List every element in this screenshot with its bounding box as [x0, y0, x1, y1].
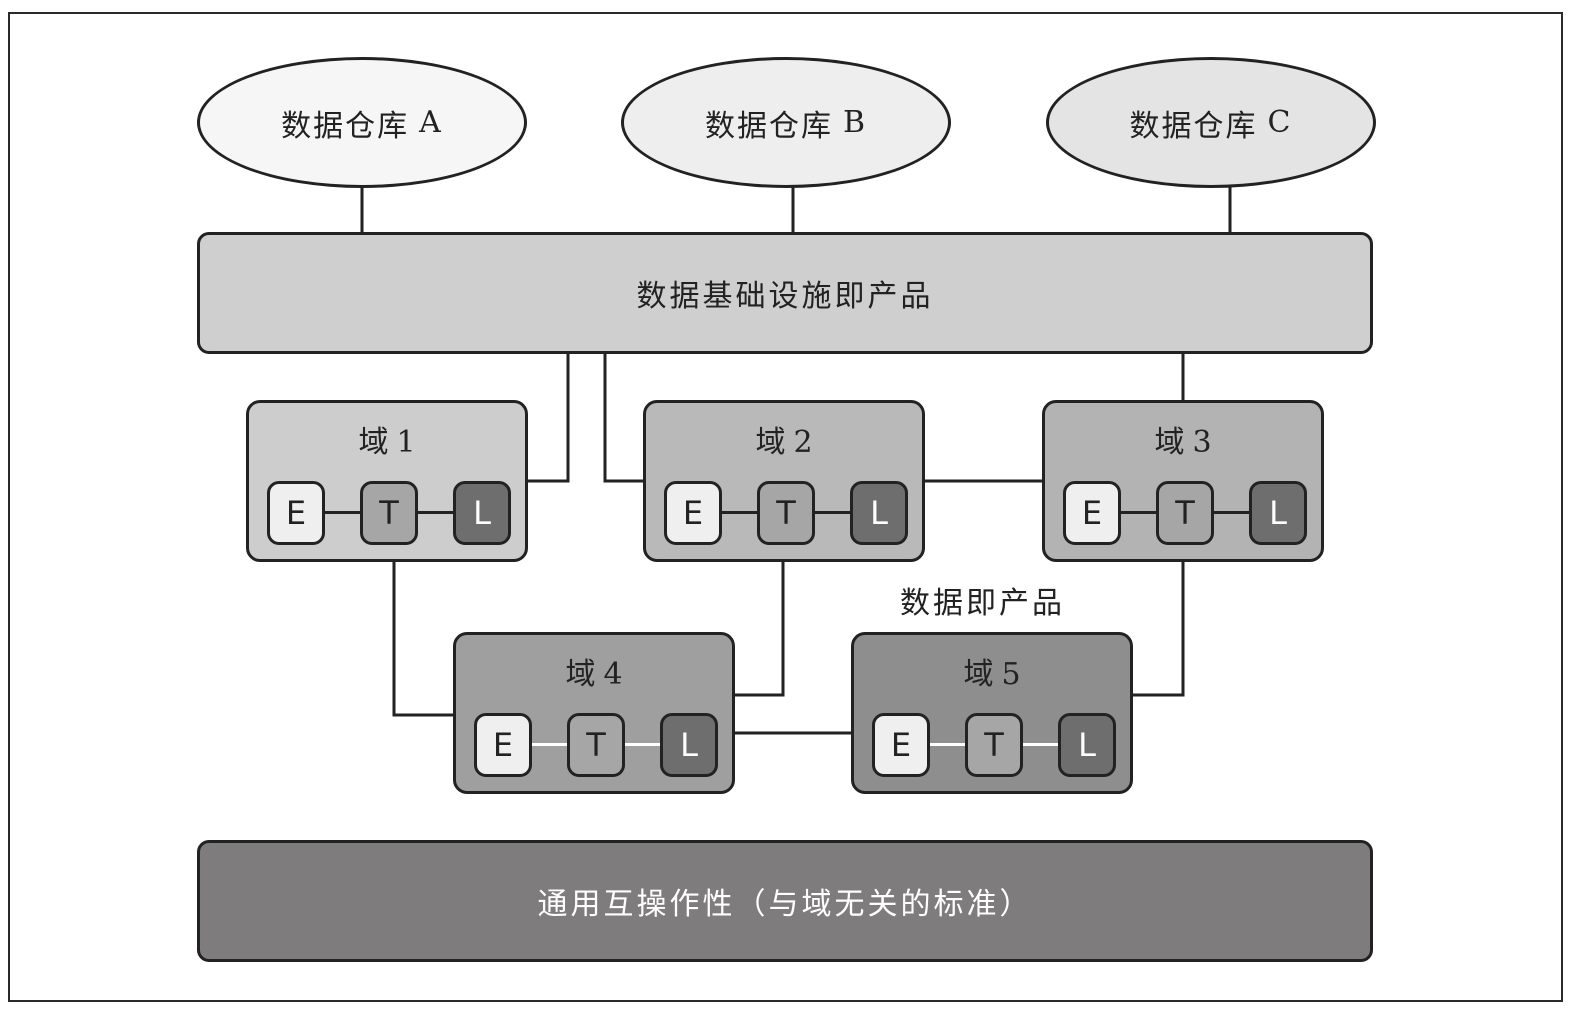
etl-load: L — [1058, 713, 1116, 777]
domain-4-etl-pipeline: E T L — [474, 713, 718, 777]
domain-3-number: 3 — [1192, 425, 1212, 460]
etl-link — [1022, 743, 1062, 746]
etl-extract-letter: E — [890, 726, 912, 764]
etl-extract-letter: E — [492, 726, 514, 764]
etl-link — [323, 511, 363, 514]
interoperability-bar: 通用互操作性（与域无关的标准） — [197, 840, 1373, 962]
etl-extract: E — [474, 713, 532, 777]
etl-transform-letter: T — [1175, 494, 1195, 532]
etl-transform: T — [757, 481, 815, 545]
domain-5-prefix: 域 — [963, 657, 994, 692]
domain-4-prefix: 域 — [565, 657, 596, 692]
link-infra-domain2 — [603, 352, 645, 483]
warehouse-a-letter: A — [419, 105, 443, 140]
etl-load: L — [1249, 481, 1307, 545]
etl-link — [814, 511, 854, 514]
etl-transform-letter: T — [984, 726, 1004, 764]
etl-link — [417, 511, 457, 514]
etl-load-letter: L — [870, 494, 888, 532]
warehouse-a: 数据仓库 A — [197, 57, 527, 188]
domain-5-number: 5 — [1001, 657, 1021, 692]
etl-link — [624, 743, 664, 746]
etl-link — [530, 743, 570, 746]
domain-3-prefix: 域 — [1154, 425, 1185, 460]
link-infra-domain1 — [527, 352, 570, 483]
domain-3-etl-pipeline: E T L — [1063, 481, 1307, 545]
warehouse-a-prefix: 数据仓库 — [281, 108, 410, 144]
etl-link — [720, 511, 760, 514]
etl-load-letter: L — [473, 494, 491, 532]
etl-load-letter: L — [680, 726, 698, 764]
domain-5-etl-pipeline: E T L — [872, 713, 1116, 777]
etl-extract: E — [1063, 481, 1121, 545]
warehouse-c-prefix: 数据仓库 — [1129, 108, 1258, 144]
warehouse-b-letter: B — [842, 105, 868, 140]
data-as-product-label: 数据即产品 — [900, 586, 1065, 621]
link-domain3-domain5 — [1132, 562, 1185, 697]
link-domain2-domain4 — [733, 562, 785, 697]
domain-2-number: 2 — [793, 425, 813, 460]
domain-2-etl-pipeline: E T L — [664, 481, 908, 545]
etl-extract: E — [664, 481, 722, 545]
etl-link — [928, 743, 968, 746]
etl-load: L — [453, 481, 511, 545]
warehouse-c-letter: C — [1267, 105, 1293, 140]
domain-4-number: 4 — [603, 657, 623, 692]
infrastructure-bar: 数据基础设施即产品 — [197, 232, 1373, 354]
etl-extract-letter: E — [285, 494, 307, 532]
warehouse-c: 数据仓库 C — [1046, 57, 1376, 188]
warehouse-b: 数据仓库 B — [621, 57, 951, 188]
domain-1-etl-pipeline: E T L — [267, 481, 511, 545]
domain-1-prefix: 域 — [358, 425, 389, 460]
etl-link — [1119, 511, 1159, 514]
etl-transform-letter: T — [586, 726, 606, 764]
etl-transform-letter: T — [776, 494, 796, 532]
interoperability-label: 通用互操作性（与域无关的标准） — [537, 887, 1033, 922]
etl-load-letter: L — [1078, 726, 1096, 764]
etl-load-letter: L — [1269, 494, 1287, 532]
etl-extract: E — [872, 713, 930, 777]
etl-extract-letter: E — [682, 494, 704, 532]
etl-transform: T — [567, 713, 625, 777]
etl-transform: T — [965, 713, 1023, 777]
link-domain1-domain4 — [392, 562, 454, 717]
warehouse-b-prefix: 数据仓库 — [704, 108, 833, 144]
etl-transform-letter: T — [379, 494, 399, 532]
etl-transform: T — [360, 481, 418, 545]
etl-extract-letter: E — [1081, 494, 1103, 532]
etl-load: L — [850, 481, 908, 545]
etl-load: L — [660, 713, 718, 777]
etl-extract: E — [267, 481, 325, 545]
infrastructure-label: 数据基础设施即产品 — [636, 279, 934, 314]
domain-1-number: 1 — [396, 425, 416, 460]
domain-2-prefix: 域 — [755, 425, 786, 460]
etl-transform: T — [1156, 481, 1214, 545]
etl-link — [1213, 511, 1253, 514]
